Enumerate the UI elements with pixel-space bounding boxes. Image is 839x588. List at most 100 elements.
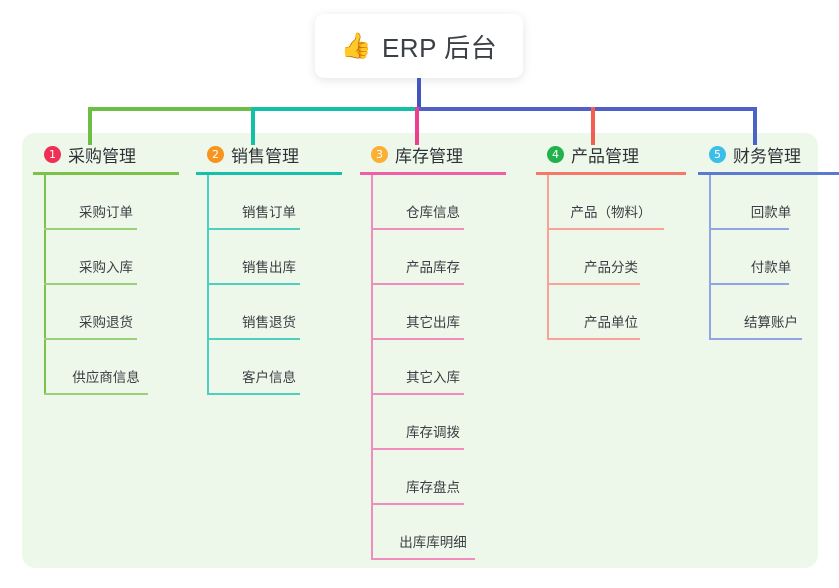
list-item-label: 付款单	[750, 260, 792, 275]
column-header-rule	[536, 172, 686, 175]
list-item-rule	[207, 393, 300, 395]
list-item-label: 其它入库	[406, 370, 460, 385]
list-item[interactable]: 仓库信息	[360, 175, 506, 230]
list-item-label: 出库库明细	[399, 535, 467, 550]
list-item-rule	[371, 283, 464, 285]
bus-segment-green	[88, 107, 253, 111]
list-item-rule	[44, 228, 137, 230]
list-item-label: 库存盘点	[406, 480, 460, 495]
column-sales: 2 销售管理 销售订单 销售出库 销售退货 客户信息	[196, 140, 342, 395]
column-title: 产品管理	[571, 146, 639, 166]
list-item-label: 采购订单	[79, 205, 133, 220]
list-item-rule	[709, 228, 789, 230]
column-header-rule	[360, 172, 506, 175]
list-item[interactable]: 其它入库	[360, 340, 506, 395]
list-item-rule	[207, 338, 300, 340]
column-header[interactable]: 5 财务管理	[698, 140, 839, 168]
list-item-rule	[709, 283, 789, 285]
column-header-rule	[196, 172, 342, 175]
list-item[interactable]: 产品单位	[536, 285, 686, 340]
column-purchasing: 1 采购管理 采购订单 采购入库 采购退货 供应商信息	[33, 140, 179, 395]
list-item[interactable]: 产品库存	[360, 230, 506, 285]
drop-connector-4	[591, 107, 595, 145]
list-item[interactable]: 采购退货	[33, 285, 179, 340]
list-item-rule	[44, 283, 137, 285]
list-item-label: 产品分类	[584, 260, 638, 275]
drop-connector-3	[415, 107, 419, 145]
column-spine	[207, 175, 209, 395]
list-item[interactable]: 采购入库	[33, 230, 179, 285]
list-item[interactable]: 销售出库	[196, 230, 342, 285]
root-node-card[interactable]: 👍 ERP 后台	[315, 14, 523, 78]
list-item-label: 销售出库	[242, 260, 296, 275]
column-spine	[709, 175, 711, 340]
list-item[interactable]: 出库库明细	[360, 505, 506, 560]
column-finance: 5 财务管理 回款单 付款单 结算账户	[698, 140, 839, 340]
column-header[interactable]: 4 产品管理	[536, 140, 686, 168]
list-item[interactable]: 产品分类	[536, 230, 686, 285]
column-badge-5: 5	[709, 145, 726, 163]
list-item[interactable]: 库存调拨	[360, 395, 506, 450]
list-item-rule	[371, 338, 464, 340]
list-item[interactable]: 销售退货	[196, 285, 342, 340]
list-item-label: 回款单	[750, 205, 792, 220]
drop-connector-1	[88, 107, 92, 145]
column-items: 采购订单 采购入库 采购退货 供应商信息	[33, 175, 179, 395]
list-item-rule	[547, 283, 640, 285]
list-item-label: 产品库存	[406, 260, 460, 275]
list-item-rule	[547, 338, 640, 340]
list-item[interactable]: 产品（物料）	[536, 175, 686, 230]
list-item-rule	[371, 393, 464, 395]
column-spine	[547, 175, 549, 340]
column-header[interactable]: 3 库存管理	[360, 140, 506, 168]
list-item[interactable]: 库存盘点	[360, 450, 506, 505]
root-stem-connector	[417, 78, 421, 110]
list-item[interactable]: 供应商信息	[33, 340, 179, 395]
column-header-rule	[698, 172, 839, 175]
list-item-rule	[44, 393, 148, 395]
list-item-label: 产品（物料）	[570, 205, 652, 220]
list-item-label: 采购入库	[79, 260, 133, 275]
list-item-label: 客户信息	[242, 370, 296, 385]
list-item-label: 供应商信息	[72, 370, 140, 385]
column-spine	[371, 175, 373, 560]
column-title: 采购管理	[68, 146, 136, 166]
column-items: 回款单 付款单 结算账户	[698, 175, 839, 340]
list-item-label: 销售订单	[242, 205, 296, 220]
thumbs-up-icon: 👍	[340, 31, 372, 60]
list-item-label: 库存调拨	[406, 425, 460, 440]
root-title: ERP 后台	[381, 32, 498, 63]
drop-connector-2	[251, 107, 255, 145]
content-panel	[22, 133, 818, 568]
column-badge-3: 3	[371, 145, 388, 163]
list-item[interactable]: 销售订单	[196, 175, 342, 230]
list-item[interactable]: 结算账户	[698, 285, 839, 340]
column-items: 产品（物料） 产品分类 产品单位	[536, 175, 686, 340]
list-item-label: 结算账户	[744, 315, 798, 330]
column-header-rule	[33, 172, 179, 175]
column-inventory: 3 库存管理 仓库信息 产品库存 其它出库 其它入库 库存调拨	[360, 140, 506, 560]
bus-segment-blue	[418, 107, 757, 111]
column-header[interactable]: 2 销售管理	[196, 140, 342, 168]
column-badge-1: 1	[44, 145, 61, 163]
list-item-rule	[207, 228, 300, 230]
column-header[interactable]: 1 采购管理	[33, 140, 179, 168]
list-item-rule	[371, 228, 464, 230]
drop-connector-5	[753, 107, 757, 145]
list-item[interactable]: 其它出库	[360, 285, 506, 340]
column-badge-2: 2	[207, 145, 224, 163]
list-item-rule	[371, 448, 464, 450]
column-badge-4: 4	[547, 145, 564, 163]
list-item-label: 仓库信息	[406, 205, 460, 220]
list-item[interactable]: 客户信息	[196, 340, 342, 395]
list-item-label: 销售退货	[242, 315, 296, 330]
list-item[interactable]: 付款单	[698, 230, 839, 285]
list-item[interactable]: 回款单	[698, 175, 839, 230]
bus-segment-teal	[253, 107, 418, 111]
list-item-rule	[44, 338, 137, 340]
list-item-label: 其它出库	[406, 315, 460, 330]
list-item-rule	[547, 228, 664, 230]
list-item[interactable]: 采购订单	[33, 175, 179, 230]
column-title: 财务管理	[733, 146, 801, 166]
